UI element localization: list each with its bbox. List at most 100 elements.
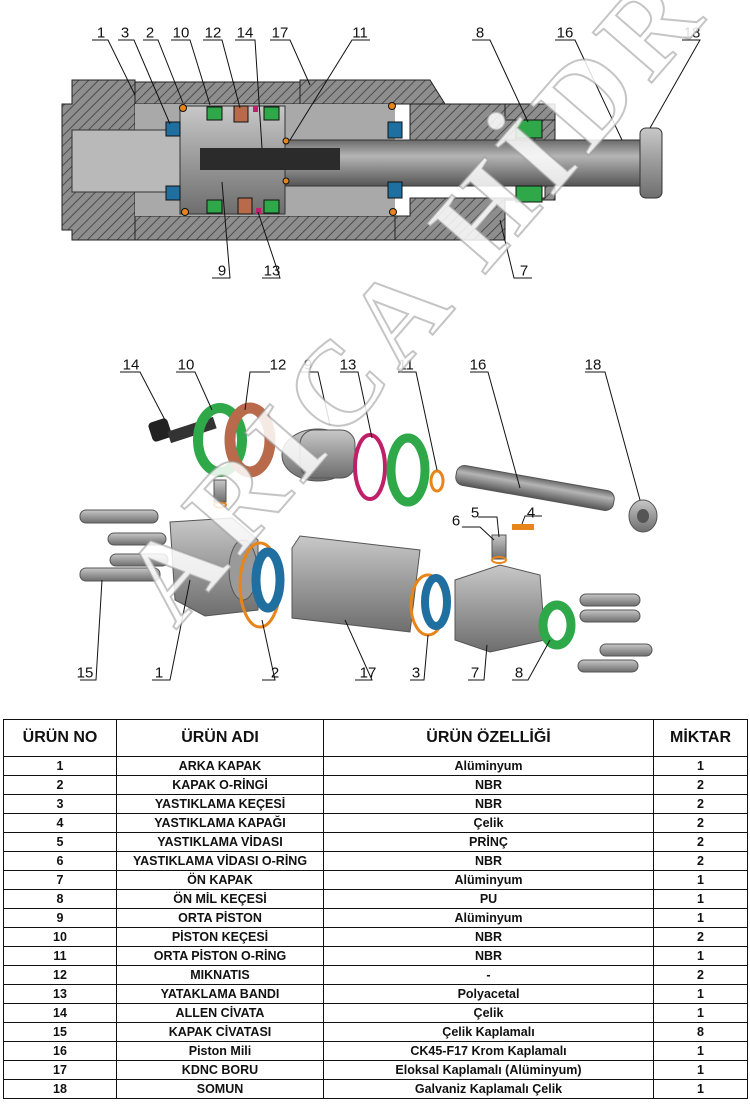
callout-top-18: 18 <box>683 24 701 42</box>
cell-no: 7 <box>3 870 117 890</box>
cell-qty: 1 <box>653 1060 748 1080</box>
callout-top-14: 14 <box>236 24 254 42</box>
cell-no: 9 <box>3 908 117 928</box>
callout-ex-12: 12 <box>269 356 287 374</box>
cell-no: 10 <box>3 927 117 947</box>
cell-name: ORTA PİSTON <box>116 908 324 928</box>
cell-qty: 2 <box>653 965 748 985</box>
cell-name: YASTIKLAMA KAPAĞI <box>116 813 324 833</box>
cell-spec: NBR <box>323 794 654 814</box>
cell-spec: NBR <box>323 851 654 871</box>
cell-qty: 2 <box>653 794 748 814</box>
cell-qty: 2 <box>653 927 748 947</box>
section-view <box>61 39 701 279</box>
cell-no: 1 <box>3 756 117 776</box>
cell-no: 14 <box>3 1003 117 1023</box>
cell-qty: 1 <box>653 1003 748 1023</box>
cell-name: KAPAK O-RİNGİ <box>116 775 324 795</box>
cell-qty: 1 <box>653 889 748 909</box>
callout-ex-4: 4 <box>526 504 536 522</box>
cell-name: MIKNATIS <box>116 965 324 985</box>
exploded-view <box>79 371 658 681</box>
cell-name: PİSTON KEÇESİ <box>116 927 324 947</box>
cell-qty: 1 <box>653 756 748 776</box>
cell-no: 6 <box>3 851 117 871</box>
cell-name: Piston Mili <box>116 1041 324 1061</box>
header-product-name: ÜRÜN ADI <box>116 719 324 757</box>
cell-name: ARKA KAPAK <box>116 756 324 776</box>
cell-spec: Galvaniz Kaplamalı Çelik <box>323 1079 654 1099</box>
callout-top-13: 13 <box>263 262 281 280</box>
cell-spec: Alüminyum <box>323 908 654 928</box>
cell-qty: 2 <box>653 775 748 795</box>
cell-no: 16 <box>3 1041 117 1061</box>
cell-qty: 1 <box>653 1041 748 1061</box>
callout-ex-8: 8 <box>514 664 524 682</box>
cell-spec: - <box>323 965 654 985</box>
callout-ex-3: 3 <box>411 664 421 682</box>
cell-qty: 2 <box>653 832 748 852</box>
cell-name: KDNC BORU <box>116 1060 324 1080</box>
table-header-row: ÜRÜN NO ÜRÜN ADI ÜRÜN ÖZELLİĞİ MİKTAR <box>3 719 748 757</box>
cell-qty: 8 <box>653 1022 748 1042</box>
cell-qty: 1 <box>653 870 748 890</box>
cell-no: 4 <box>3 813 117 833</box>
callout-top-1: 1 <box>96 24 106 42</box>
cell-name: YASTIKLAMA KEÇESİ <box>116 794 324 814</box>
callout-ex-17: 17 <box>359 664 377 682</box>
cell-no: 15 <box>3 1022 117 1042</box>
callout-top-9: 9 <box>217 262 227 280</box>
cell-spec: Çelik <box>323 813 654 833</box>
cell-name: YASTIKLAMA VİDASI O-RİNG <box>116 851 324 871</box>
header-quantity: MİKTAR <box>653 719 748 757</box>
cell-spec: PRİNÇ <box>323 832 654 852</box>
callout-ex-10: 10 <box>177 356 195 374</box>
cell-qty: 1 <box>653 984 748 1004</box>
callout-ex-2: 2 <box>270 664 280 682</box>
callout-top-2: 2 <box>145 24 155 42</box>
callout-ex-18: 18 <box>584 356 602 374</box>
cell-spec: PU <box>323 889 654 909</box>
callout-top-10: 10 <box>172 24 190 42</box>
callout-top-12: 12 <box>204 24 222 42</box>
cell-name: KAPAK CİVATASI <box>116 1022 324 1042</box>
part-callouts: 1 3 2 10 12 14 17 11 8 16 18 9 13 7 14 1… <box>76 24 701 682</box>
callout-ex-7: 7 <box>470 664 480 682</box>
callout-top-17: 17 <box>271 24 289 42</box>
callout-ex-5: 5 <box>470 504 480 522</box>
cell-spec: Polyacetal <box>323 984 654 1004</box>
cell-spec: Eloksal Kaplamalı (Alüminyum) <box>323 1060 654 1080</box>
cell-no: 17 <box>3 1060 117 1080</box>
callout-top-16: 16 <box>556 24 574 42</box>
callout-ex-16: 16 <box>469 356 487 374</box>
callout-ex-15: 15 <box>76 664 94 682</box>
callout-top-8: 8 <box>475 24 485 42</box>
cell-no: 11 <box>3 946 117 966</box>
cell-spec: Alüminyum <box>323 870 654 890</box>
cell-spec: Çelik Kaplamalı <box>323 1022 654 1042</box>
cell-spec: Çelik <box>323 1003 654 1023</box>
cell-no: 3 <box>3 794 117 814</box>
header-product-spec: ÜRÜN ÖZELLİĞİ <box>323 719 654 757</box>
cell-name: YATAKLAMA BANDI <box>116 984 324 1004</box>
cylinder-technical-drawing <box>61 39 701 681</box>
cell-no: 12 <box>3 965 117 985</box>
cell-name: SOMUN <box>116 1079 324 1099</box>
callout-top-7: 7 <box>519 262 529 280</box>
cell-no: 5 <box>3 832 117 852</box>
